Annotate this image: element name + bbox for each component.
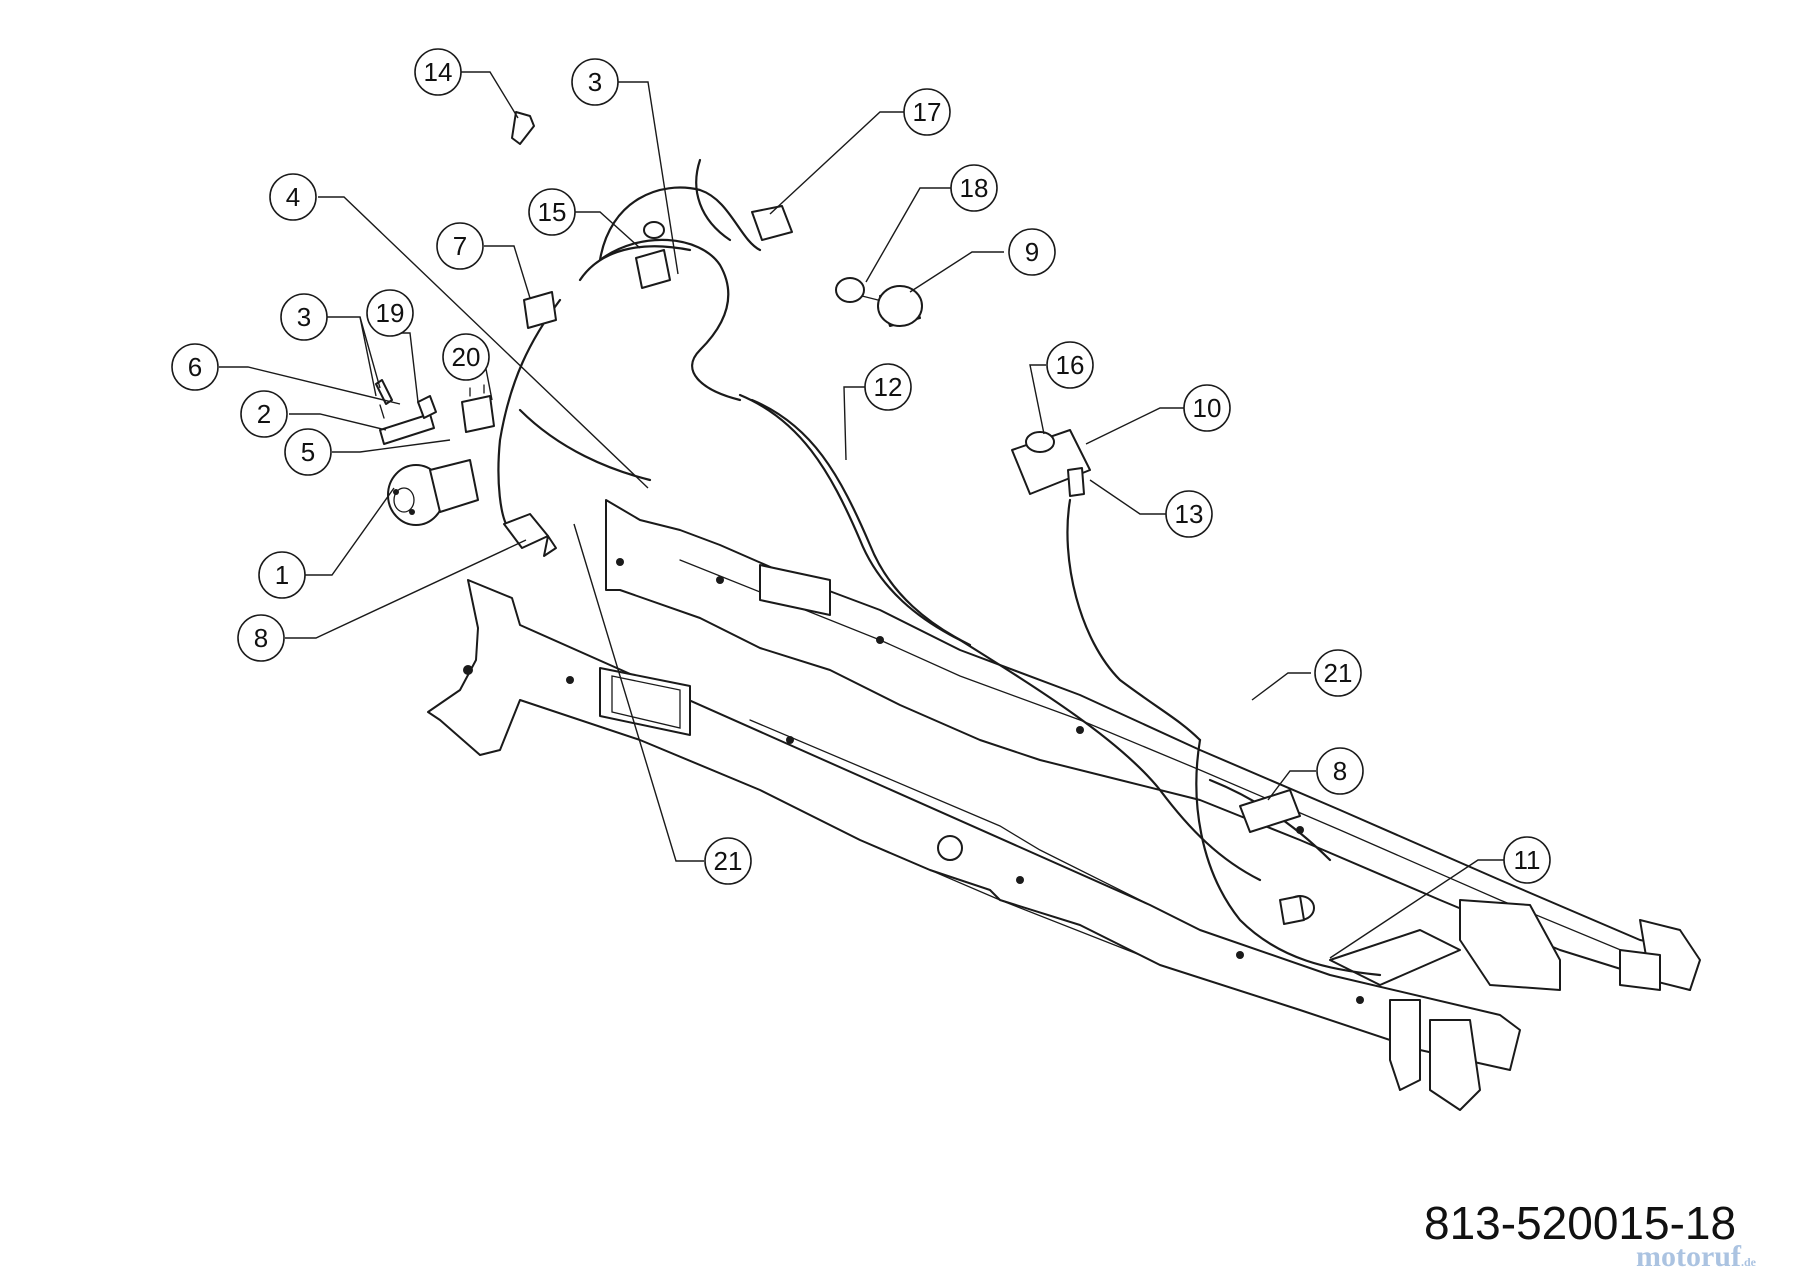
callout-21-right: 21 — [1314, 649, 1362, 697]
callout-12: 12 — [864, 363, 912, 411]
relay-20 — [461, 384, 495, 433]
callout-label: 16 — [1056, 350, 1085, 380]
callout-label: 9 — [1025, 237, 1039, 267]
callout-label: 7 — [453, 231, 467, 261]
callout-9: 9 — [1008, 228, 1056, 276]
callout-8-right: 8 — [1316, 747, 1364, 795]
callout-3-left: 3 — [280, 293, 328, 341]
callout-label: 21 — [714, 846, 743, 876]
callout-label: 3 — [297, 302, 311, 332]
callout-7: 7 — [436, 222, 484, 270]
callout-5: 5 — [284, 428, 332, 476]
callout-label: 8 — [254, 623, 268, 653]
watermark-suffix: .de — [1740, 1255, 1756, 1269]
callout-10: 10 — [1183, 384, 1231, 432]
callout-label: 13 — [1175, 499, 1204, 529]
callout-label: 11 — [1514, 845, 1541, 875]
callout-11: 11 — [1503, 836, 1551, 884]
cable-end-11 — [1279, 895, 1315, 925]
bracket-2 — [379, 413, 435, 445]
frame-rail-rear — [605, 499, 1701, 991]
frame-rail-front — [427, 579, 1521, 1111]
callout-label: 20 — [452, 342, 481, 372]
callout-label: 21 — [1324, 658, 1353, 688]
wiring-harness — [497, 158, 1382, 977]
callout-label: 5 — [301, 437, 315, 467]
callout-label: 14 — [424, 57, 453, 87]
callout-18: 18 — [950, 164, 998, 212]
callout-label: 1 — [275, 560, 289, 590]
callout-label: 3 — [588, 67, 602, 97]
callout-label: 12 — [874, 372, 903, 402]
part-number: 813-520015-18 — [1424, 1197, 1737, 1249]
clip-14 — [511, 111, 535, 145]
watermark-brand: motoruf — [1636, 1240, 1741, 1273]
cap-18 — [835, 277, 865, 303]
watermark-logo: motoruf.de — [1636, 1240, 1756, 1274]
callout-label: 4 — [286, 182, 300, 212]
callout-6: 6 — [171, 343, 219, 391]
callout-20: 20 — [442, 333, 490, 381]
callout-label: 2 — [257, 399, 271, 429]
callout-label: 8 — [1333, 756, 1347, 786]
connector-8-right — [1239, 789, 1301, 833]
connector-17 — [751, 205, 793, 241]
callout-13: 13 — [1165, 490, 1213, 538]
callout-label: 17 — [913, 97, 942, 127]
callout-15: 15 — [528, 188, 576, 236]
callout-21-bottom: 21 — [704, 837, 752, 885]
callout-2: 2 — [240, 390, 288, 438]
callout-16: 16 — [1046, 341, 1094, 389]
ignition-9 — [861, 285, 923, 327]
callout-14: 14 — [414, 48, 462, 96]
switch-15 — [635, 221, 671, 289]
callout-1: 1 — [258, 551, 306, 599]
cross-member — [1329, 899, 1561, 991]
callout-label: 18 — [960, 173, 989, 203]
callout-4: 4 — [269, 173, 317, 221]
callout-3-top: 3 — [571, 58, 619, 106]
leader-lines — [219, 71, 1504, 959]
callout-label: 10 — [1193, 393, 1222, 423]
callout-label: 6 — [188, 352, 202, 382]
connector-7 — [523, 291, 557, 329]
switch-assembly — [1011, 429, 1091, 497]
callout-19: 19 — [366, 289, 414, 337]
callout-8-left: 8 — [237, 614, 285, 662]
starter-solenoid — [387, 459, 479, 526]
callout-label: 15 — [538, 197, 567, 227]
callout-17: 17 — [903, 88, 951, 136]
screw-set — [375, 379, 437, 419]
connector-8-left — [503, 513, 557, 557]
callout-label: 19 — [376, 298, 405, 328]
